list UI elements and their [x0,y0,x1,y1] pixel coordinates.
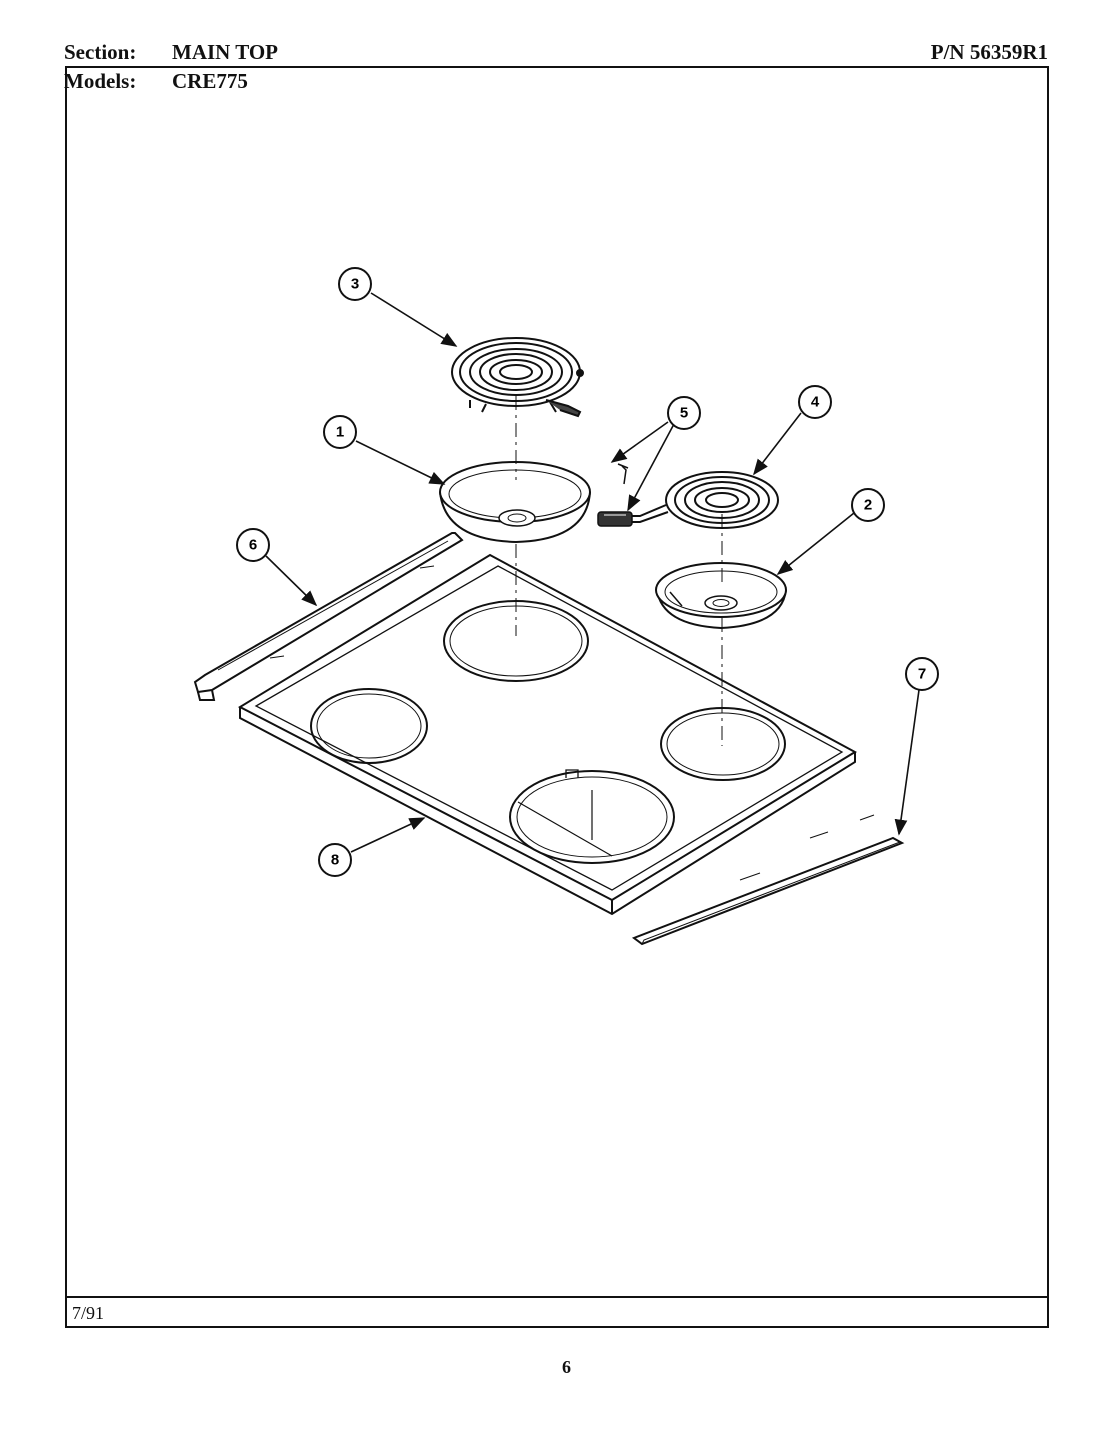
large-drip-bowl [439,461,591,544]
svg-text:2: 2 [864,497,872,514]
part-number: P/N 56359R1 [930,40,1048,64]
page-number: 6 [562,1357,571,1377]
svg-text:4: 4 [811,394,820,411]
rear-trim-strip [193,532,464,701]
main-top-panel [237,553,858,916]
svg-text:8: 8 [331,852,339,869]
callout-6: 6 [236,528,270,562]
alignment-centerlines [515,396,723,746]
svg-text:1: 1 [336,424,344,441]
svg-text:5: 5 [680,405,688,422]
small-drip-bowl [655,562,787,630]
callout-1: 1 [323,415,357,449]
footer-divider [65,1296,1049,1298]
model-number: CRE775 [172,69,248,93]
callout-leaders [265,292,920,853]
callout-4: 4 [798,385,832,419]
terminal-block [597,463,633,527]
callout-2: 2 [851,488,885,522]
svg-text:6: 6 [249,537,257,554]
svg-text:3: 3 [351,276,359,293]
callout-7: 7 [905,657,939,691]
callout-3: 3 [338,267,372,301]
large-surface-element [451,337,584,418]
svg-text:7: 7 [918,666,926,683]
section-title: MAIN TOP [172,40,278,64]
front-trim-strip [631,814,905,946]
models-label: Models: [64,69,137,93]
callout-5: 5 [667,396,701,430]
diagram-frame [65,66,1049,1328]
small-surface-element [628,471,779,529]
revision-date: 7/91 [72,1303,105,1323]
section-label: Section: [64,40,137,64]
callout-8: 8 [318,843,352,877]
